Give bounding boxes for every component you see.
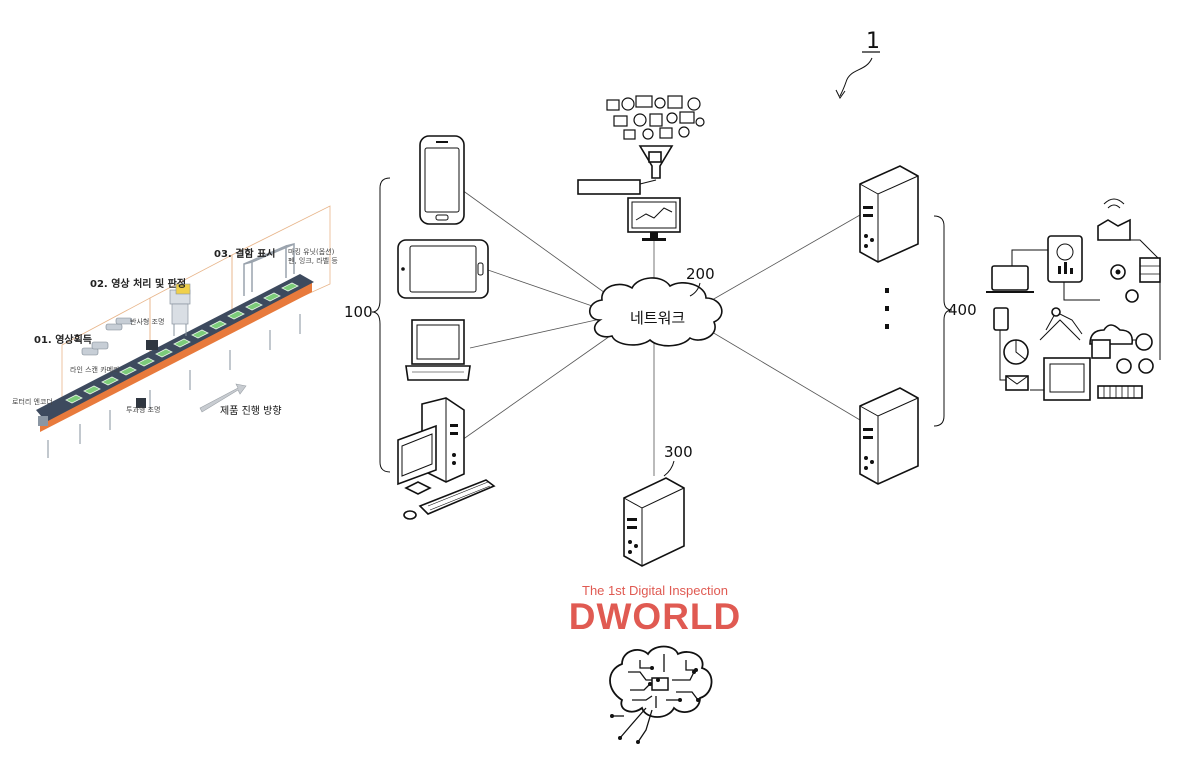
data-analytics-icon xyxy=(578,96,704,241)
ellipsis-dots xyxy=(885,288,889,329)
figure-number: 1 xyxy=(866,29,880,54)
terminals-bracket xyxy=(372,178,390,472)
laptop-icon xyxy=(406,320,470,380)
network-label: 네트워크 xyxy=(630,309,685,327)
ref-network: 200 xyxy=(686,265,715,283)
smart-factory-icon xyxy=(986,199,1160,400)
camera-label: 라인 스캔 카메라 xyxy=(70,365,120,374)
ai-brain-circuit-icon xyxy=(610,647,712,745)
ref-server-leader xyxy=(664,461,674,476)
step2-label: 02. 영상 처리 및 판정 xyxy=(90,277,186,290)
transmit-light-label: 투과형 조명 xyxy=(126,405,160,414)
server-icon-top xyxy=(860,166,918,262)
link-server-bottom xyxy=(712,332,860,420)
server-icon-center xyxy=(624,478,684,566)
logo-wordmark: DWORLD xyxy=(560,596,750,638)
step3-label: 03. 결함 표시 xyxy=(214,247,275,260)
servers-bracket xyxy=(934,216,952,426)
smartphone-icon xyxy=(420,136,464,224)
direction-label: 제품 진행 방향 xyxy=(220,405,282,417)
marking-label-2: 펜, 잉크, 라벨 등 xyxy=(288,256,338,265)
server-icon-bottom xyxy=(860,388,918,484)
ref-terminals: 100 xyxy=(344,303,373,321)
encoder-label: 로터리 엔코더 xyxy=(12,397,53,406)
marking-label-1: 마킹 유닛(옵션) xyxy=(288,247,335,256)
desktop-pc-icon xyxy=(398,398,494,519)
tablet-icon xyxy=(398,240,488,298)
figure-pointer-arrow xyxy=(840,58,872,96)
ref-server: 300 xyxy=(664,443,693,461)
link-laptop xyxy=(470,320,596,348)
step1-label: 01. 영상획득 xyxy=(34,333,92,346)
link-desktop xyxy=(462,336,610,440)
reflect-light-label: 반사형 조명 xyxy=(130,317,164,326)
link-server-top xyxy=(712,215,860,300)
ref-servers: 400 xyxy=(948,301,977,319)
inspection-line-illustration xyxy=(0,206,330,458)
